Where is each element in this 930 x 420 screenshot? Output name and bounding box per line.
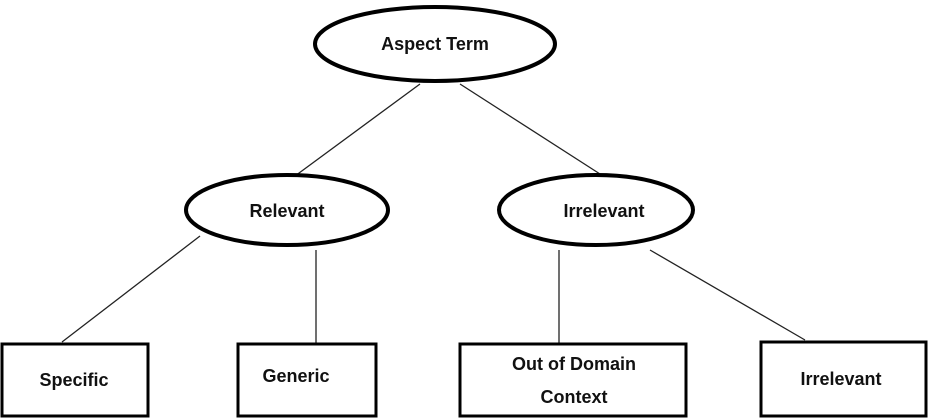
out-of-domain-leaf: Out of Domain Context [458,342,688,418]
irrelevant-ellipse [497,173,695,247]
out-of-domain-label-line1: Out of Domain [512,354,636,374]
root-ellipse [313,5,557,83]
irrelevant-leaf-box [759,340,928,418]
irrelevant-leaf-label: Irrelevant [800,369,881,389]
specific-leaf: Specific [0,342,150,418]
edges [61,83,806,344]
specific-box [0,342,150,418]
root-node: Aspect Term [313,5,557,83]
generic-box [236,342,378,418]
out-of-domain-label-line2: Context [541,387,608,407]
irrelevant-node: Irrelevant [497,173,695,247]
relevant-node: Relevant [184,173,390,247]
edge-root-relevant [294,83,421,177]
root-label: Aspect Term [381,34,489,54]
irrelevant-leaf: Irrelevant [759,340,928,418]
edge-irrelevant-irrelevant-leaf [649,249,806,341]
specific-label: Specific [39,370,108,390]
edge-relevant-specific [61,235,201,343]
irrelevant-label: Irrelevant [563,201,644,221]
edge-root-irrelevant [459,83,601,175]
generic-leaf: Generic [236,342,378,418]
generic-label: Generic [262,366,329,386]
out-of-domain-box [458,342,688,418]
relevant-label: Relevant [249,201,324,221]
relevant-ellipse [184,173,390,247]
